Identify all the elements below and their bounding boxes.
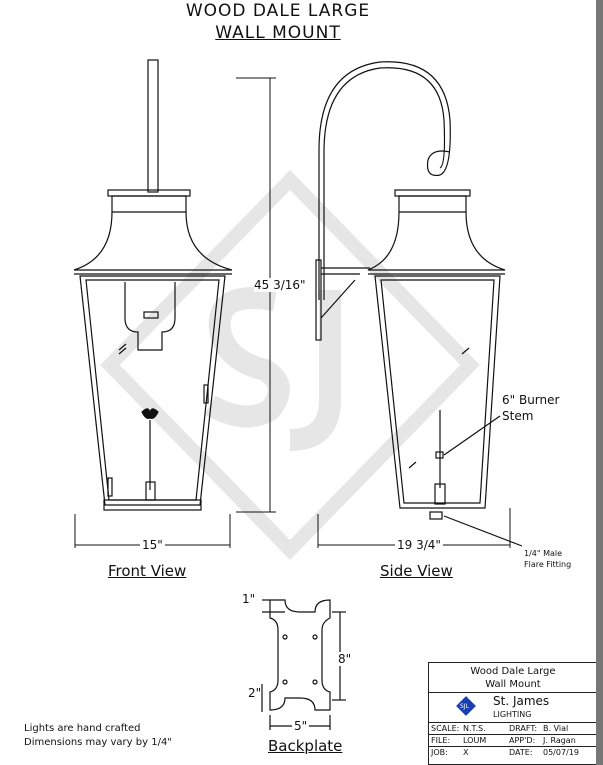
scale-label: SCALE: bbox=[431, 724, 460, 733]
job-label: JOB: bbox=[431, 748, 448, 757]
file-value: LOUM bbox=[463, 736, 487, 745]
front-width-dimension: 15" bbox=[140, 538, 165, 552]
draft-label: DRAFT: bbox=[509, 724, 538, 733]
logo-text: SJL bbox=[460, 703, 469, 710]
backplate-drawing bbox=[261, 599, 346, 730]
backplate-dim-side: 2" bbox=[248, 686, 262, 700]
note-dimensions: Dimensions may vary by 1/4" bbox=[24, 737, 172, 748]
backplate-dim-height: 8" bbox=[338, 652, 352, 666]
side-view-lantern bbox=[315, 61, 523, 547]
draft-value: B. Vial bbox=[543, 724, 569, 733]
backplate-label: Backplate bbox=[268, 737, 343, 755]
burner-callout: 6" Burner bbox=[502, 393, 560, 407]
fitting-callout-2: Flare Fitting bbox=[524, 560, 572, 569]
fitting-callout: 1/4" Male bbox=[524, 549, 563, 558]
date-label: DATE: bbox=[509, 748, 533, 757]
backplate-dim-width: 5" bbox=[292, 719, 310, 733]
scale-value: N.T.S. bbox=[463, 724, 486, 733]
watermark-logo bbox=[100, 169, 480, 561]
height-dimension: 45 3/16" bbox=[254, 278, 306, 292]
side-width-dimension: 19 3/4" bbox=[395, 538, 443, 552]
date-value: 05/07/19 bbox=[543, 748, 579, 757]
front-view-label: Front View bbox=[108, 562, 187, 580]
side-view-label: Side View bbox=[380, 562, 453, 580]
note-hand-crafted: Lights are hand crafted bbox=[24, 723, 141, 734]
burner-callout-stem: Stem bbox=[502, 409, 534, 423]
company-sub: LIGHTING bbox=[493, 710, 532, 719]
drawing-subtitle: WALL MOUNT bbox=[215, 23, 341, 43]
drawing-title: WOOD DALE LARGE bbox=[185, 1, 371, 21]
company-name: St. James bbox=[493, 694, 550, 708]
tb-product-1: Wood Dale Large bbox=[470, 666, 556, 677]
front-view-lantern bbox=[73, 59, 233, 511]
appd-label: APP'D: bbox=[509, 736, 536, 745]
file-label: FILE: bbox=[431, 736, 451, 745]
tb-product-2: Wall Mount bbox=[485, 679, 541, 690]
page-border bbox=[596, 0, 603, 765]
title-block: Wood Dale Large Wall Mount SJL St. James… bbox=[428, 662, 598, 765]
backplate-dim-top: 1" bbox=[242, 592, 256, 606]
appd-value: J. Ragan bbox=[543, 736, 576, 745]
job-value: X bbox=[463, 748, 469, 757]
